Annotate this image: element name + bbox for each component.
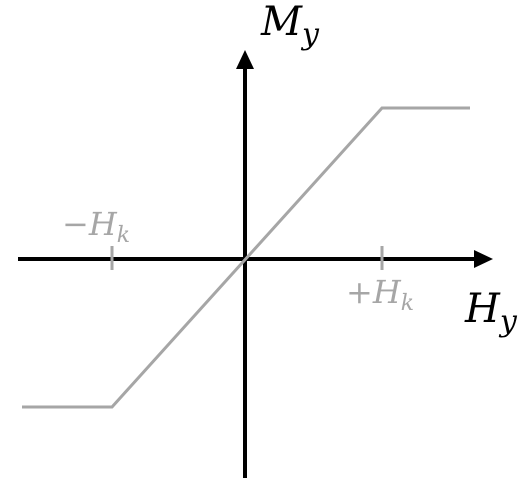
- tick-positive-sign: +: [346, 273, 373, 311]
- tick-label-positive-hk: +Hk: [346, 273, 414, 316]
- tick-positive-main: H: [372, 273, 402, 311]
- y-axis-arrow: [236, 50, 254, 69]
- x-axis-label-sub: y: [498, 304, 518, 339]
- tick-negative-main: H: [88, 205, 118, 243]
- y-axis-label: My: [260, 0, 320, 52]
- tick-negative-sub: k: [117, 223, 130, 248]
- magnetization-curve: [22, 106, 470, 409]
- y-axis-label-sub: y: [300, 17, 320, 52]
- tick-positive-sub: k: [401, 291, 414, 316]
- y-axis-label-main: M: [260, 0, 303, 45]
- tick-label-negative-hk: −Hk: [62, 205, 130, 248]
- x-axis-arrow: [474, 250, 493, 268]
- x-axis-label: Hy: [464, 286, 518, 339]
- tick-negative-sign: −: [62, 205, 89, 243]
- x-axis-label-main: H: [464, 286, 501, 332]
